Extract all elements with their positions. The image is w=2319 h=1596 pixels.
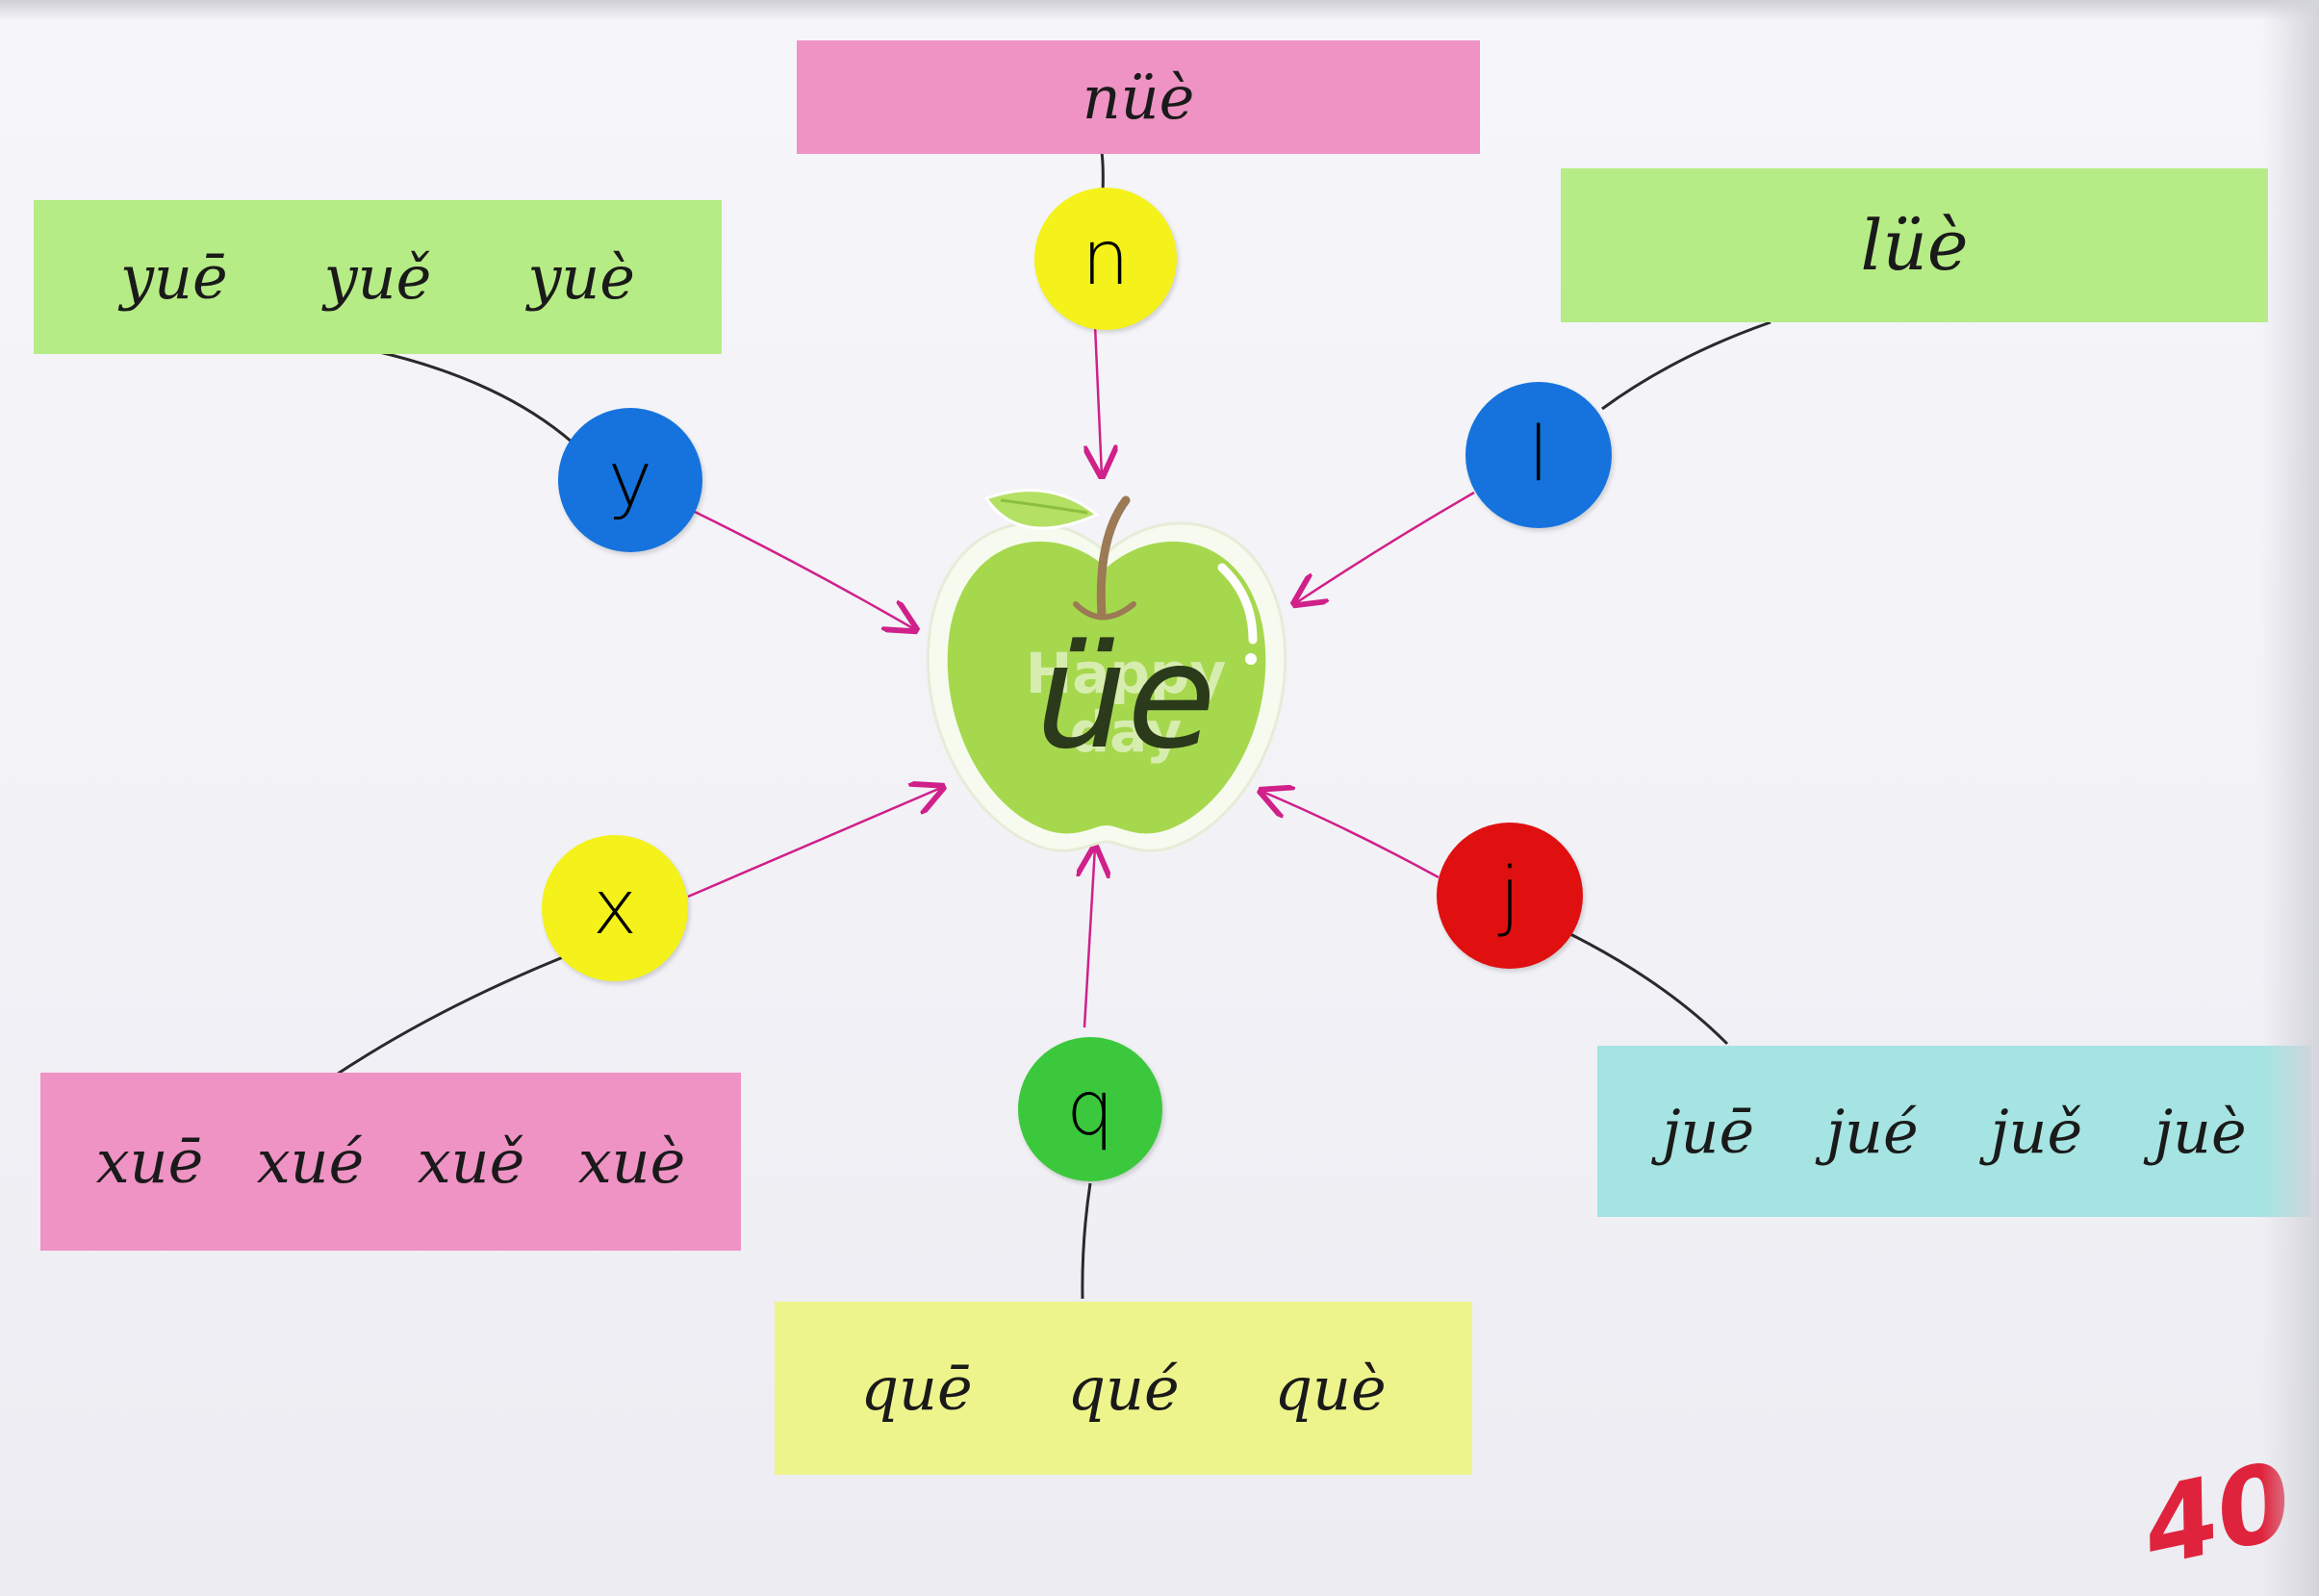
initial-letter: n <box>1082 215 1130 302</box>
initial-circle-n: n <box>1034 188 1177 330</box>
initial-letter: l <box>1528 412 1549 498</box>
arrow-j <box>1261 791 1440 879</box>
syllable: juē <box>1662 1096 1755 1167</box>
syllable-box-j: juē jué juě juè <box>1597 1046 2311 1217</box>
syllable-box-q: quē qué què <box>775 1302 1472 1475</box>
syllable: yuè <box>527 241 635 313</box>
line-j <box>1567 931 1729 1046</box>
syllable: juè <box>2153 1096 2247 1167</box>
apple-watermark: Happy day <box>1010 645 1241 762</box>
watermark-line-2: day <box>1069 698 1183 765</box>
syllable: xuě <box>417 1127 525 1197</box>
syllable-box-x: xuē xué xuě xuè <box>40 1073 741 1251</box>
apple-body <box>947 541 1266 834</box>
initial-letter: j <box>1499 852 1520 939</box>
watermark-line-1: Happy <box>1025 641 1227 706</box>
initial-circle-q: q <box>1018 1037 1162 1181</box>
arrow-l <box>1294 491 1475 604</box>
line-q <box>1081 1182 1092 1300</box>
arrow-y <box>694 510 916 630</box>
syllable: yuě <box>323 241 432 313</box>
syllable: jué <box>1825 1096 1919 1167</box>
initial-circle-l: l <box>1465 382 1612 528</box>
arrow-n <box>1095 324 1102 476</box>
initial-circle-x: x <box>542 835 688 981</box>
final-label: üe <box>1035 614 1216 781</box>
leaf-vein <box>1000 498 1088 515</box>
line-x <box>331 955 564 1079</box>
initial-letter: q <box>1066 1066 1114 1153</box>
apple-sticker <box>926 489 1287 852</box>
syllable: juě <box>1990 1096 2083 1167</box>
syllable: què <box>1274 1353 1387 1424</box>
leaf-icon <box>983 489 1100 530</box>
syllable: yuē <box>120 241 228 313</box>
initial-letter: y <box>607 437 653 523</box>
syllable: xué <box>256 1127 365 1197</box>
syllable-box-l: lüè <box>1561 168 2268 322</box>
syllable: xuē <box>95 1127 204 1197</box>
syllable-box-n: nüè <box>797 40 1480 154</box>
line-l <box>1601 320 1771 411</box>
line-y <box>374 349 573 444</box>
syllable-box-y: yuē yuě yuè <box>34 200 722 354</box>
syllable: nüè <box>1082 62 1195 133</box>
initial-letter: x <box>592 865 638 951</box>
apple-stem-cup <box>1073 601 1136 621</box>
syllable: quē <box>860 1353 973 1424</box>
initial-circle-j: j <box>1437 823 1583 969</box>
apple-stem <box>1096 495 1131 621</box>
apple-shine <box>1217 563 1258 645</box>
syllable: xuè <box>577 1127 686 1197</box>
syllable: lüè <box>1860 205 1969 286</box>
initial-circle-y: y <box>558 408 702 552</box>
line-n <box>1100 151 1105 193</box>
syllable: qué <box>1067 1353 1180 1424</box>
apple-shine-dot <box>1245 653 1257 665</box>
arrow-x <box>687 787 943 899</box>
arrow-q <box>1084 847 1095 1028</box>
